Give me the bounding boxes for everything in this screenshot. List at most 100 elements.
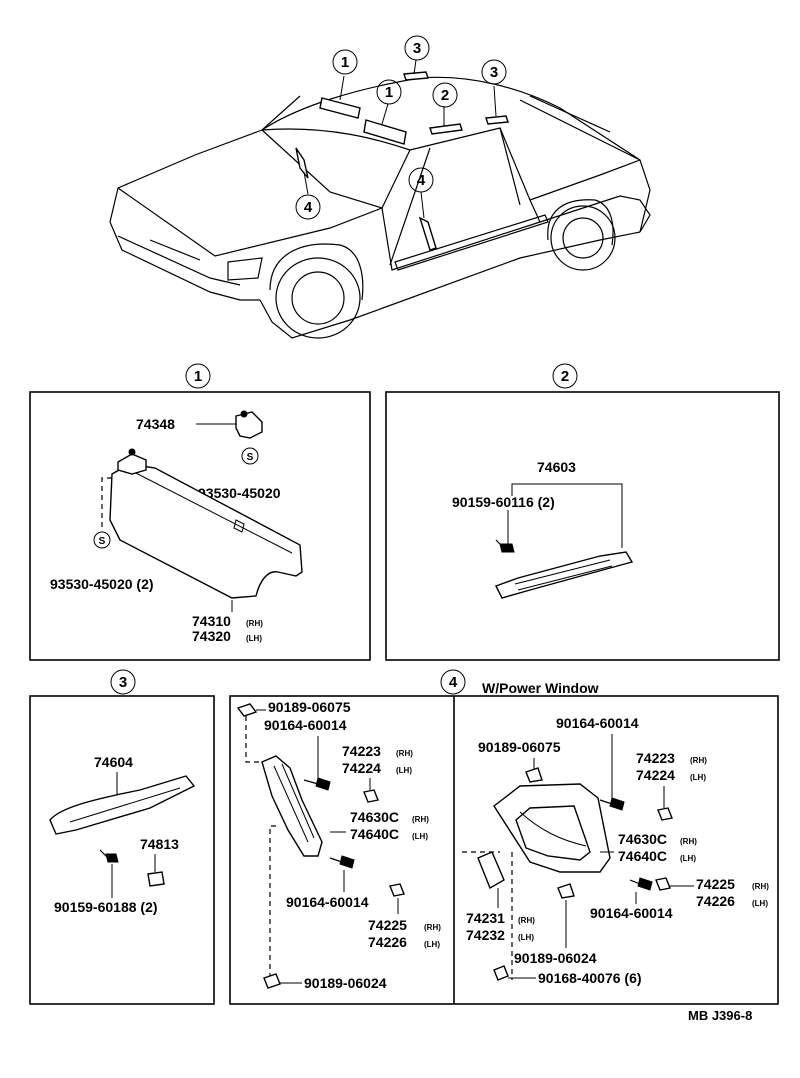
part-74225-a-label: 74225 xyxy=(368,917,407,933)
section-3-header-callout[interactable]: 3 xyxy=(110,669,136,695)
s-mark-left: S xyxy=(93,531,111,549)
clip xyxy=(525,767,543,783)
svg-text:(LH): (LH) xyxy=(518,933,534,942)
section-2-assist-grip: 2 74603 90159-60116 (2) xyxy=(385,363,780,661)
part-90159-60188-label: 90159-60188 (2) xyxy=(54,899,158,915)
part-93530-left-label: 93530-45020 (2) xyxy=(50,576,154,592)
section-2-header-callout[interactable]: 2 xyxy=(552,363,578,389)
clip xyxy=(493,965,509,981)
car-callout-2[interactable]: 2 xyxy=(432,82,458,108)
part-90164-60014-b-top-label: 90164-60014 xyxy=(556,715,639,731)
part-90164-60014-top-label: 90164-60014 xyxy=(264,717,347,733)
svg-text:(LH): (LH) xyxy=(246,634,262,643)
car-callout-3a[interactable]: 3 xyxy=(404,35,430,61)
callout-number: 2 xyxy=(441,87,449,104)
screw xyxy=(105,853,119,863)
sunvisor-lh-sketch xyxy=(363,119,407,145)
part-74223-b-label: 74223 xyxy=(636,750,675,766)
svg-text:S: S xyxy=(99,536,106,547)
callout-number: 1 xyxy=(385,84,393,101)
svg-text:(RH): (RH) xyxy=(680,837,697,846)
assist-grip-b-sketch xyxy=(418,216,437,251)
part-90159-60116-label: 90159-60116 (2) xyxy=(452,494,555,510)
part-74231-label: 74231 xyxy=(466,910,505,926)
section-2-frame xyxy=(385,391,780,661)
part-74225-b-label: 74225 xyxy=(696,876,735,892)
visor-mount xyxy=(117,453,147,475)
part-74224-a-label: 74224 xyxy=(342,760,381,776)
svg-text:(RH): (RH) xyxy=(246,619,263,628)
svg-text:(RH): (RH) xyxy=(690,756,707,765)
part-74604-label: 74604 xyxy=(94,754,133,770)
cap xyxy=(389,883,405,897)
screw xyxy=(339,855,355,869)
part-74630C-a-label: 74630C xyxy=(350,809,399,825)
svg-text:S: S xyxy=(247,452,254,463)
section-4-standard: 90189-06075 90164-60014 74223 (RH) 74224… xyxy=(236,699,441,991)
section-3-frame xyxy=(29,695,215,1005)
screw xyxy=(315,777,331,791)
section-4-header-callout[interactable]: 4 xyxy=(440,669,466,695)
svg-text:(LH): (LH) xyxy=(752,899,768,908)
section-4-assist-grip: 4 W/Power Window 90189-06075 90164-60014… xyxy=(229,669,779,1005)
callout-number: 3 xyxy=(413,40,421,57)
callout-number: 3 xyxy=(119,674,127,691)
switch-bezel-inner xyxy=(515,805,591,861)
svg-text:(RH): (RH) xyxy=(412,815,429,824)
clip xyxy=(263,973,281,989)
callout-number: 3 xyxy=(490,64,498,81)
part-74226-b-label: 74226 xyxy=(696,893,735,909)
part-93530-top-label: 93530-45020 xyxy=(198,485,281,501)
assist-grip-a-sketch xyxy=(295,147,309,179)
assist-grip xyxy=(495,551,634,599)
grip-front-sketch xyxy=(429,123,463,135)
section-1-frame xyxy=(29,391,371,661)
car-callout-4a[interactable]: 4 xyxy=(295,194,321,220)
part-90189-06075-b-label: 90189-06075 xyxy=(478,739,561,755)
callout-number: 4 xyxy=(304,199,313,216)
svg-text:(LH): (LH) xyxy=(412,832,428,841)
callout-circle xyxy=(332,49,358,75)
svg-text:(LH): (LH) xyxy=(690,773,706,782)
power-window-note: W/Power Window xyxy=(482,680,599,696)
svg-text:(LH): (LH) xyxy=(424,940,440,949)
part-74310-label: 74310 xyxy=(192,613,231,629)
svg-text:(LH): (LH) xyxy=(396,766,412,775)
assist-grip xyxy=(49,775,196,835)
svg-text:(RH): (RH) xyxy=(518,916,535,925)
visor-holder xyxy=(235,411,263,439)
sunvisor xyxy=(109,463,303,599)
callout-number: 4 xyxy=(449,674,458,691)
grip-rear-b-sketch xyxy=(485,115,509,125)
clip xyxy=(557,883,575,899)
part-74348-label: 74348 xyxy=(136,416,175,432)
callout-number: 1 xyxy=(194,368,202,385)
cap xyxy=(655,877,671,891)
car-callout-3b[interactable]: 3 xyxy=(481,59,507,85)
svg-text:(RH): (RH) xyxy=(752,882,769,891)
car-callout-4b[interactable]: 4 xyxy=(408,167,434,193)
grip-rear-a-sketch xyxy=(403,71,429,81)
part-74320-label: 74320 xyxy=(192,628,231,644)
cap xyxy=(363,789,379,803)
part-74226-a-label: 74226 xyxy=(368,934,407,950)
part-90164-60014-bot-label: 90164-60014 xyxy=(286,894,369,910)
car-callout-1a[interactable]: 1 xyxy=(332,49,358,75)
section-1-sunvisor: 1 74348 S 93530-45020 S 93530-45020 (2) … xyxy=(29,363,371,661)
screw xyxy=(637,877,653,891)
part-90164-60014-b-bot-label: 90164-60014 xyxy=(590,905,673,921)
car-callout-1b[interactable]: 1 xyxy=(376,79,402,105)
section-3-assist-grip: 3 74604 74813 90159-60188 (2) xyxy=(29,669,215,1005)
diagram-code: MB J396-8 xyxy=(688,1008,752,1023)
sunvisor-rh-sketch xyxy=(319,97,361,119)
section-1-header-callout[interactable]: 1 xyxy=(185,363,211,389)
part-74603-label: 74603 xyxy=(537,459,576,475)
part-90189-06075-label: 90189-06075 xyxy=(268,699,351,715)
part-74813-label: 74813 xyxy=(140,836,179,852)
power-window-switch xyxy=(477,851,505,890)
part-74223-a-label: 74223 xyxy=(342,743,381,759)
part-74232-label: 74232 xyxy=(466,927,505,943)
screw xyxy=(609,797,625,811)
cap xyxy=(657,807,673,821)
